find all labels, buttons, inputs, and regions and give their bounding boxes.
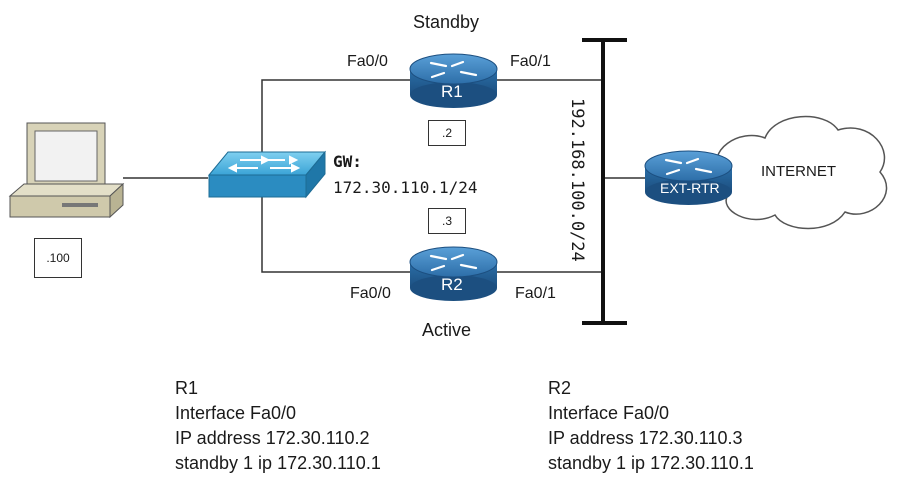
ext-rtr-name-label: EXT-RTR [660, 180, 720, 196]
r1-status-label: Standby [413, 12, 480, 32]
r2-status-label: Active [422, 320, 472, 340]
r2-config-line: standby 1 ip 172.30.110.1 [548, 453, 754, 473]
r1-config-line: IP address 172.30.110.2 [175, 428, 370, 448]
r2-host-id: .3 [441, 214, 452, 228]
router-ext-rtr-icon [644, 150, 733, 205]
r1-config-line: standby 1 ip 172.30.110.1 [175, 453, 381, 473]
internet-cloud-icon [711, 115, 888, 230]
router-r1-icon [409, 53, 498, 108]
lan-segment-bar [582, 38, 627, 325]
r2-name-label: R2 [441, 275, 463, 294]
r1-config-block: R1 Interface Fa0/0 IP address 172.30.110… [175, 376, 381, 476]
switch-r1-link [261, 79, 410, 164]
r1-host-id: .2 [441, 126, 452, 140]
links [123, 79, 648, 273]
pc-host-id-box: .100 [34, 238, 82, 278]
router-r2-icon [409, 246, 498, 301]
r2-config-line: Interface Fa0/0 [548, 403, 670, 423]
internet-label: INTERNET [761, 163, 836, 180]
r1-config-line: R1 [175, 378, 199, 398]
r2-config-line: IP address 172.30.110.3 [548, 428, 743, 448]
r1-right-port-label: Fa0/1 [510, 53, 551, 70]
r2-host-id-box: .3 [428, 208, 466, 234]
switch-r2-link [261, 193, 410, 273]
r1-config-line: Interface Fa0/0 [175, 403, 297, 423]
r1-name-label: R1 [441, 82, 463, 101]
r2-config-line: R2 [548, 378, 572, 398]
subnet-label: 192.168.100.0/24 [567, 98, 587, 262]
gateway-value: 172.30.110.1/24 [333, 178, 478, 197]
gateway-label: GW: [333, 152, 362, 171]
r1-host-id-box: .2 [428, 120, 466, 146]
switch-icon [207, 150, 327, 199]
r2-config-block: R2 Interface Fa0/0 IP address 172.30.110… [548, 376, 754, 476]
pc-icon [8, 122, 125, 219]
r2-right-port-label: Fa0/1 [515, 285, 556, 302]
r1-left-port-label: Fa0/0 [347, 53, 388, 70]
r2-left-port-label: Fa0/0 [350, 285, 391, 302]
pc-host-id: .100 [46, 251, 70, 265]
